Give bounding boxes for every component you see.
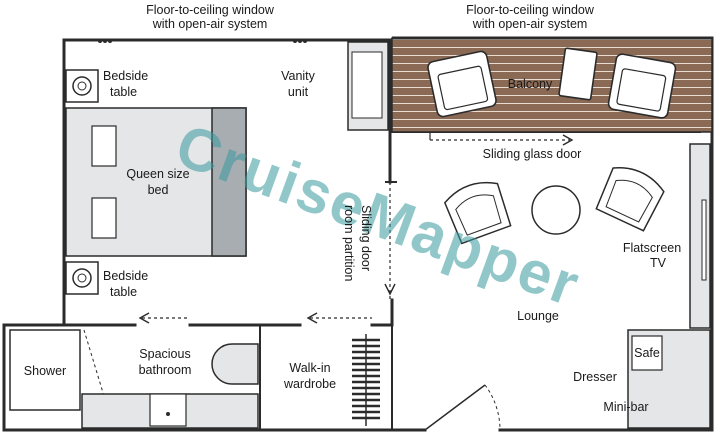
bathroom-door-arrow bbox=[138, 312, 190, 324]
wardrobe-hangers bbox=[352, 334, 380, 426]
balcony-chair-right bbox=[607, 53, 677, 119]
lounge-chair-right bbox=[595, 167, 665, 232]
safe-box bbox=[631, 335, 663, 371]
flatscreen-label-2: TV bbox=[650, 256, 667, 270]
balcony-chair-left bbox=[427, 50, 497, 118]
sliding-door-label-2: room partition bbox=[342, 205, 356, 281]
entrance-door bbox=[424, 384, 501, 431]
bedside-table-top bbox=[65, 69, 99, 103]
shower-door bbox=[83, 329, 105, 397]
sink bbox=[149, 393, 187, 427]
sliding-door-label-1: Sliding door bbox=[359, 205, 373, 271]
vanity-label-2: unit bbox=[288, 85, 309, 99]
bedside-table-bottom bbox=[65, 261, 99, 295]
toilet bbox=[211, 343, 259, 385]
balcony-label: Balcony bbox=[508, 77, 553, 91]
bed-label-1: Queen size bbox=[126, 167, 189, 181]
vanity-mirror bbox=[351, 51, 383, 119]
dresser-label: Dresser bbox=[573, 370, 617, 384]
shower-label: Shower bbox=[24, 364, 66, 378]
room-partition bbox=[384, 181, 397, 300]
bathroom-label-2: bathroom bbox=[139, 363, 192, 377]
lounge-label: Lounge bbox=[517, 309, 559, 323]
sink-drain bbox=[166, 412, 170, 416]
balcony-table bbox=[558, 47, 598, 101]
bathroom-label-1: Spacious bbox=[139, 347, 190, 361]
walls bbox=[2, 36, 714, 432]
window-left-label-1: Floor-to-ceiling window bbox=[146, 3, 275, 17]
sliding-glass-door-arrow bbox=[429, 132, 574, 146]
minibar-label: Mini-bar bbox=[603, 400, 648, 414]
wardrobe-label-1: Walk-in bbox=[289, 361, 330, 375]
lounge-chair-left bbox=[443, 181, 512, 245]
bedside-top-label-2: table bbox=[110, 85, 137, 99]
labels: Floor-to-ceiling window with open-air sy… bbox=[24, 3, 681, 414]
window-left-label-2: with open-air system bbox=[152, 17, 268, 31]
tv-cabinet bbox=[689, 143, 711, 329]
flatscreen-label-1: Flatscreen bbox=[623, 241, 681, 255]
bedside-bottom-label-2: table bbox=[110, 285, 137, 299]
shower-tray bbox=[9, 329, 81, 411]
wardrobe-door-arrow bbox=[306, 312, 372, 324]
queen-bed bbox=[65, 107, 247, 257]
window-right-label-1: Floor-to-ceiling window bbox=[466, 3, 595, 17]
vanity-label-1: Vanity bbox=[281, 69, 316, 83]
bedside-bottom-label-1: Bedside bbox=[103, 269, 148, 283]
lounge-table bbox=[531, 185, 581, 235]
sliding-glass-door-label: Sliding glass door bbox=[483, 147, 582, 161]
bed-label-2: bed bbox=[148, 183, 169, 197]
wardrobe-label-2: wardrobe bbox=[283, 377, 336, 391]
bedside-top-label-1: Bedside bbox=[103, 69, 148, 83]
flatscreen-tv bbox=[701, 199, 707, 281]
safe-label: Safe bbox=[634, 346, 660, 360]
window-right-label-2: with open-air system bbox=[472, 17, 588, 31]
